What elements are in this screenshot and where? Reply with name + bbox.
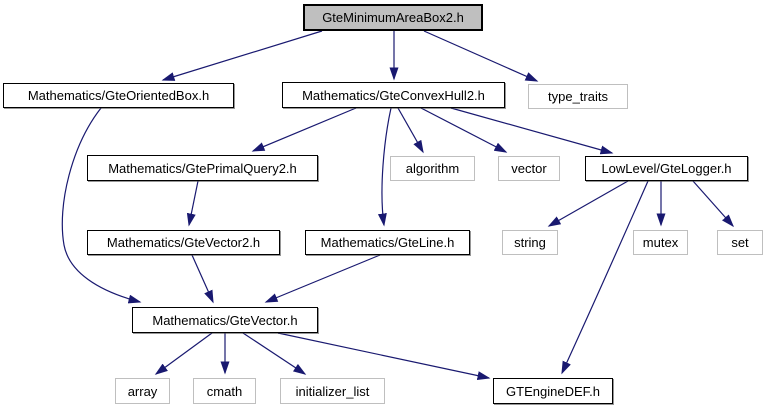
node-gte-convex-hull2[interactable]: Mathematics/GteConvexHull2.h xyxy=(282,82,505,108)
node-label-algorithm: algorithm xyxy=(405,161,460,176)
node-string: string xyxy=(502,230,558,255)
node-initializer-list: initializer_list xyxy=(280,378,385,404)
edge-gte-line-to-gte-vector xyxy=(264,254,381,303)
edge-gte-logger-to-set xyxy=(692,180,734,228)
node-array: array xyxy=(115,378,170,404)
edge-gte-convex-hull2-to-gte-primal-query2 xyxy=(251,107,357,152)
node-label-gte-vector: Mathematics/GteVector.h xyxy=(152,312,298,328)
edge-gte-convex-hull2-to-algorithm xyxy=(397,107,424,154)
node-label-initializer-list: initializer_list xyxy=(295,383,370,399)
edge-gte-convex-hull2-to-gte-logger xyxy=(450,107,614,155)
edge-gte-logger-to-string xyxy=(547,180,629,227)
edge-gte-minimum-area-box2-to-gte-oriented-box xyxy=(161,30,323,81)
node-label-cmath: cmath xyxy=(206,383,243,399)
node-label-gte-oriented-box: Mathematics/GteOrientedBox.h xyxy=(27,88,210,103)
node-gte-primal-query2[interactable]: Mathematics/GtePrimalQuery2.h xyxy=(87,155,318,181)
node-label-array: array xyxy=(127,383,158,399)
node-label-string: string xyxy=(514,235,546,250)
edge-gte-logger-to-gtengine-def xyxy=(561,180,649,375)
edge-gte-vector2-to-gte-vector xyxy=(191,254,214,304)
node-label-vector: vector xyxy=(511,161,547,176)
node-gte-vector2[interactable]: Mathematics/GteVector2.h xyxy=(87,230,280,255)
node-cmath: cmath xyxy=(193,378,256,404)
edge-gte-convex-hull2-to-vector xyxy=(420,107,508,153)
edge-gte-vector-to-array xyxy=(154,332,213,375)
node-type-traits: type_traits xyxy=(528,84,628,109)
edge-gte-vector-to-gtengine-def xyxy=(277,332,491,381)
node-gte-oriented-box[interactable]: Mathematics/GteOrientedBox.h xyxy=(3,83,234,108)
node-label-gte-primal-query2: Mathematics/GtePrimalQuery2.h xyxy=(108,160,297,176)
edge-gte-oriented-box-to-gte-vector xyxy=(61,107,142,304)
node-set: set xyxy=(717,230,763,255)
node-gte-minimum-area-box2: GteMinimumAreaBox2.h xyxy=(303,4,483,31)
node-label-mutex: mutex xyxy=(642,235,679,250)
node-label-gte-vector2: Mathematics/GteVector2.h xyxy=(106,235,261,250)
node-gte-vector[interactable]: Mathematics/GteVector.h xyxy=(132,307,318,333)
node-gte-logger[interactable]: LowLevel/GteLogger.h xyxy=(585,156,748,181)
node-algorithm: algorithm xyxy=(390,156,475,181)
node-label-gtengine-def: GTEngineDEF.h xyxy=(506,383,600,399)
node-vector: vector xyxy=(498,156,560,181)
edge-gte-primal-query2-to-gte-vector2 xyxy=(186,180,199,227)
node-label-gte-convex-hull2: Mathematics/GteConvexHull2.h xyxy=(302,87,485,103)
node-mutex: mutex xyxy=(633,230,688,255)
edge-gte-minimum-area-box2-to-type-traits xyxy=(423,30,539,82)
node-label-type-traits: type_traits xyxy=(548,89,608,104)
node-gte-line[interactable]: Mathematics/GteLine.h xyxy=(305,230,470,255)
node-label-gte-minimum-area-box2: GteMinimumAreaBox2.h xyxy=(322,10,464,25)
edge-gte-vector-to-initializer-list xyxy=(242,332,307,375)
node-label-set: set xyxy=(731,235,749,250)
edge-gte-convex-hull2-to-gte-line xyxy=(377,107,392,227)
node-gtengine-def[interactable]: GTEngineDEF.h xyxy=(493,378,613,404)
node-label-gte-logger: LowLevel/GteLogger.h xyxy=(601,161,732,176)
node-label-gte-line: Mathematics/GteLine.h xyxy=(320,235,455,250)
